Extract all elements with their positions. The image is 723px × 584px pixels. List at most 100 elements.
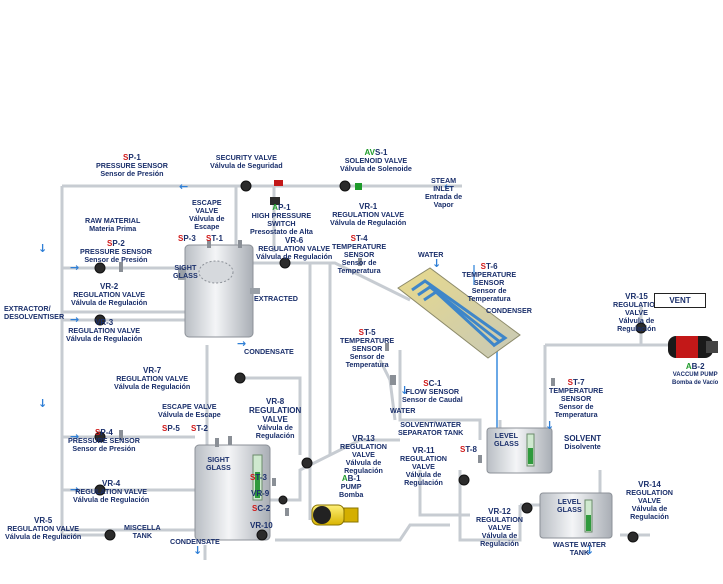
label-es: Temperatura (337, 266, 381, 275)
label-en: MISCELLA (124, 523, 161, 532)
label-sp2: SP-2 PRESSURE SENSOR Sensor de Presión (80, 239, 152, 264)
label-en: REGULATION (476, 515, 523, 524)
label-vr6: VR-6 REGULATION VALVE Válvula de Regulac… (256, 236, 332, 261)
label-st7: ST-7 TEMPERATURE SENSOR Sensor de Temper… (549, 378, 603, 419)
tag-prefix: A (685, 362, 692, 371)
label-es: Válvula de Regulación (256, 252, 333, 261)
tag-code: VR-2 (100, 282, 119, 291)
label-es: Temperatura (554, 410, 598, 419)
label-en: SECURITY VALVE (215, 153, 277, 162)
flow-arrow-right-icon: → (237, 337, 247, 350)
tag-prefix: S (480, 262, 486, 271)
label-waste-water: WASTE WATER TANK (553, 541, 606, 557)
flow-arrow-left-icon: ← (444, 180, 454, 193)
label-en: WATER (390, 406, 416, 415)
label-en: SWITCH (267, 219, 296, 228)
valves (94, 180, 647, 543)
tag-code: VR-5 (34, 516, 53, 525)
tag-prefix: S (95, 428, 101, 437)
label-en: TEMPERATURE (332, 242, 387, 251)
tag-code: VR-1 (359, 202, 378, 211)
tag-prefix: S (358, 328, 364, 337)
label-vr1: VR-1 REGULATION VALVE Válvula de Regulac… (330, 202, 406, 227)
label-es: Válvula de Escape (158, 410, 221, 419)
label-es: Materia Prima (89, 224, 137, 233)
label-level-glass-2: LEVEL GLASS (557, 498, 582, 514)
label-security-valve: SECURITY VALVE Válvula de Seguridad (210, 154, 283, 170)
label-solvent: SOLVENT Disolvente (564, 435, 601, 451)
tag-code: C-1 (428, 379, 442, 388)
label-vr13: VR-13 REGULATION VALVE Válvula de Regula… (340, 434, 387, 475)
label-en: HIGH PRESSURE (251, 211, 312, 220)
label-en: VALVE (262, 415, 288, 424)
label-es: Regulación (617, 324, 656, 333)
tag-code: P-2 (112, 239, 125, 248)
tag-code: VR-8 (266, 397, 285, 406)
label-en: TEMPERATURE (462, 270, 517, 279)
tag-code: P-1 (128, 153, 141, 162)
tag-code: T-6 (485, 262, 498, 271)
label-water-mid: WATER (390, 407, 415, 415)
label-vr5: VR-5 REGULATION VALVE Válvula de Regulac… (5, 516, 81, 541)
label-es: Válvula de (405, 470, 442, 479)
label-sight-glass-2: SIGHT GLASS (206, 456, 231, 472)
label-es: Regulación (480, 539, 519, 548)
label-en: SENSOR (343, 250, 375, 259)
flow-arrow-down-icon: ↓ (38, 397, 48, 410)
tag-prefix: AV (364, 148, 375, 157)
pipes (60, 184, 668, 560)
vent-label: VENT (669, 296, 691, 305)
label-es: Válvula de Regulación (71, 298, 148, 307)
label-sp5: SP-5 (162, 424, 180, 433)
label-en: FLOW SENSOR (405, 387, 460, 396)
label-es: Válvula de (345, 458, 382, 467)
label-es: Regulación (404, 478, 443, 487)
tag-code: VR-6 (285, 236, 304, 245)
label-vr15: VR-15 REGULATION VALVE Válvula de Regula… (613, 292, 660, 333)
tag-code: VR-11 (412, 446, 435, 455)
flow-arrow-right-icon: → (70, 430, 80, 443)
label-es: Presostato de Alta (250, 227, 313, 236)
label-st1: ST-1 (206, 234, 223, 243)
tag-prefix: S (252, 504, 258, 513)
high-pressure-switch (270, 197, 280, 205)
label-vr11: VR-11 REGULATION VALVE Válvula de Regula… (400, 446, 447, 487)
label-es: Sensor de Presión (84, 255, 148, 264)
condenser (397, 267, 521, 359)
tag-prefix: S (191, 424, 197, 433)
tag-prefix: S (250, 473, 256, 482)
tag-code: C-2 (257, 504, 271, 513)
label-sc2: SC-2 (252, 504, 270, 513)
tag-prefix: A (341, 474, 348, 483)
label-es: Sensor de (558, 402, 594, 411)
tag-code: P-4 (100, 428, 113, 437)
label-en: GLASS (206, 463, 231, 472)
label-escape-valve-2: ESCAPE VALVE Válvula de Escape (158, 403, 221, 419)
label-es: Temperatura (467, 294, 511, 303)
label-en: SOLVENT/WATER (400, 420, 462, 429)
label-en: WATER (418, 250, 444, 259)
waste-water-tank (539, 492, 613, 539)
label-en: SENSOR (351, 344, 383, 353)
label-es: Válvula de (631, 504, 668, 513)
label-es: Bomba (339, 490, 364, 499)
label-es: Válvula de Seguridad (210, 161, 283, 170)
label-es: Regulación (344, 466, 383, 475)
label-ab1: AB-1 PUMP Bomba (339, 474, 363, 499)
label-en: REGULATION (626, 488, 673, 497)
tag-code: VR-7 (143, 366, 162, 375)
label-ab2: AB-2 VACCUM PUMP Bomba de Vacío (672, 362, 718, 387)
flow-arrow-down-icon: ↓ (400, 384, 410, 397)
flow-arrow-down-icon: ↓ (193, 544, 203, 557)
label-sp4: SP-4 PRESSURE SENSOR Sensor de Presión (68, 428, 140, 453)
tag-code: T-3 (255, 473, 267, 482)
label-es: Válvula de Solenoide (340, 164, 412, 173)
label-en: REGULATION (340, 442, 387, 451)
tag-code: T-7 (572, 378, 585, 387)
label-en: ESCAPE (192, 198, 222, 207)
tag-code: T-5 (363, 328, 376, 337)
tag-prefix: S (178, 234, 184, 243)
label-avs1: AVS-1 SOLENOID VALVE Válvula de Solenoid… (340, 148, 412, 173)
label-en: SOLVENT (564, 434, 602, 443)
label-vr3: VR-3 REGULATION VALVE Válvula de Regulac… (66, 318, 142, 343)
